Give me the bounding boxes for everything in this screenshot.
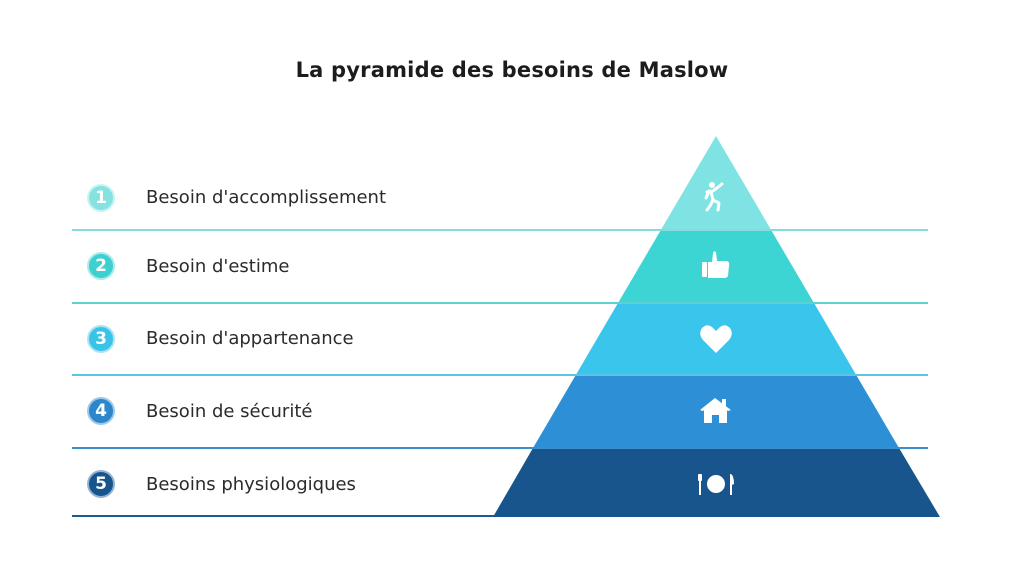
level-label: Besoin d'appartenance xyxy=(146,328,354,349)
badge-number: 4 xyxy=(95,401,107,421)
badge-number: 1 xyxy=(95,188,107,208)
level-label: Besoin d'estime xyxy=(146,256,290,277)
plate-cutlery-icon xyxy=(698,474,734,495)
level-label: Besoin de sécurité xyxy=(146,401,313,422)
divider-line-2 xyxy=(72,302,928,304)
number-badge-3: 3 xyxy=(87,325,115,353)
thumbs-up-icon xyxy=(702,251,730,278)
badge-number: 5 xyxy=(95,474,107,494)
badge-number: 3 xyxy=(95,329,107,349)
pyramid-tier-1 xyxy=(661,136,771,229)
number-badge-5: 5 xyxy=(87,470,115,498)
number-badge-2: 2 xyxy=(87,252,115,280)
level-label: Besoin d'accomplissement xyxy=(146,187,387,208)
divider-line-3 xyxy=(72,374,928,376)
level-label: Besoins physiologiques xyxy=(146,474,356,495)
house-icon xyxy=(700,398,731,423)
divider-line-4 xyxy=(72,447,928,449)
divider-line-1 xyxy=(72,229,928,231)
divider-line-5 xyxy=(72,515,496,517)
person-running-icon xyxy=(704,182,724,212)
heart-icon xyxy=(700,325,732,353)
badge-number: 2 xyxy=(95,256,107,276)
diagram-title: La pyramide des besoins de Maslow xyxy=(295,58,729,82)
number-badge-1: 1 xyxy=(87,184,115,212)
number-badge-4: 4 xyxy=(87,397,115,425)
